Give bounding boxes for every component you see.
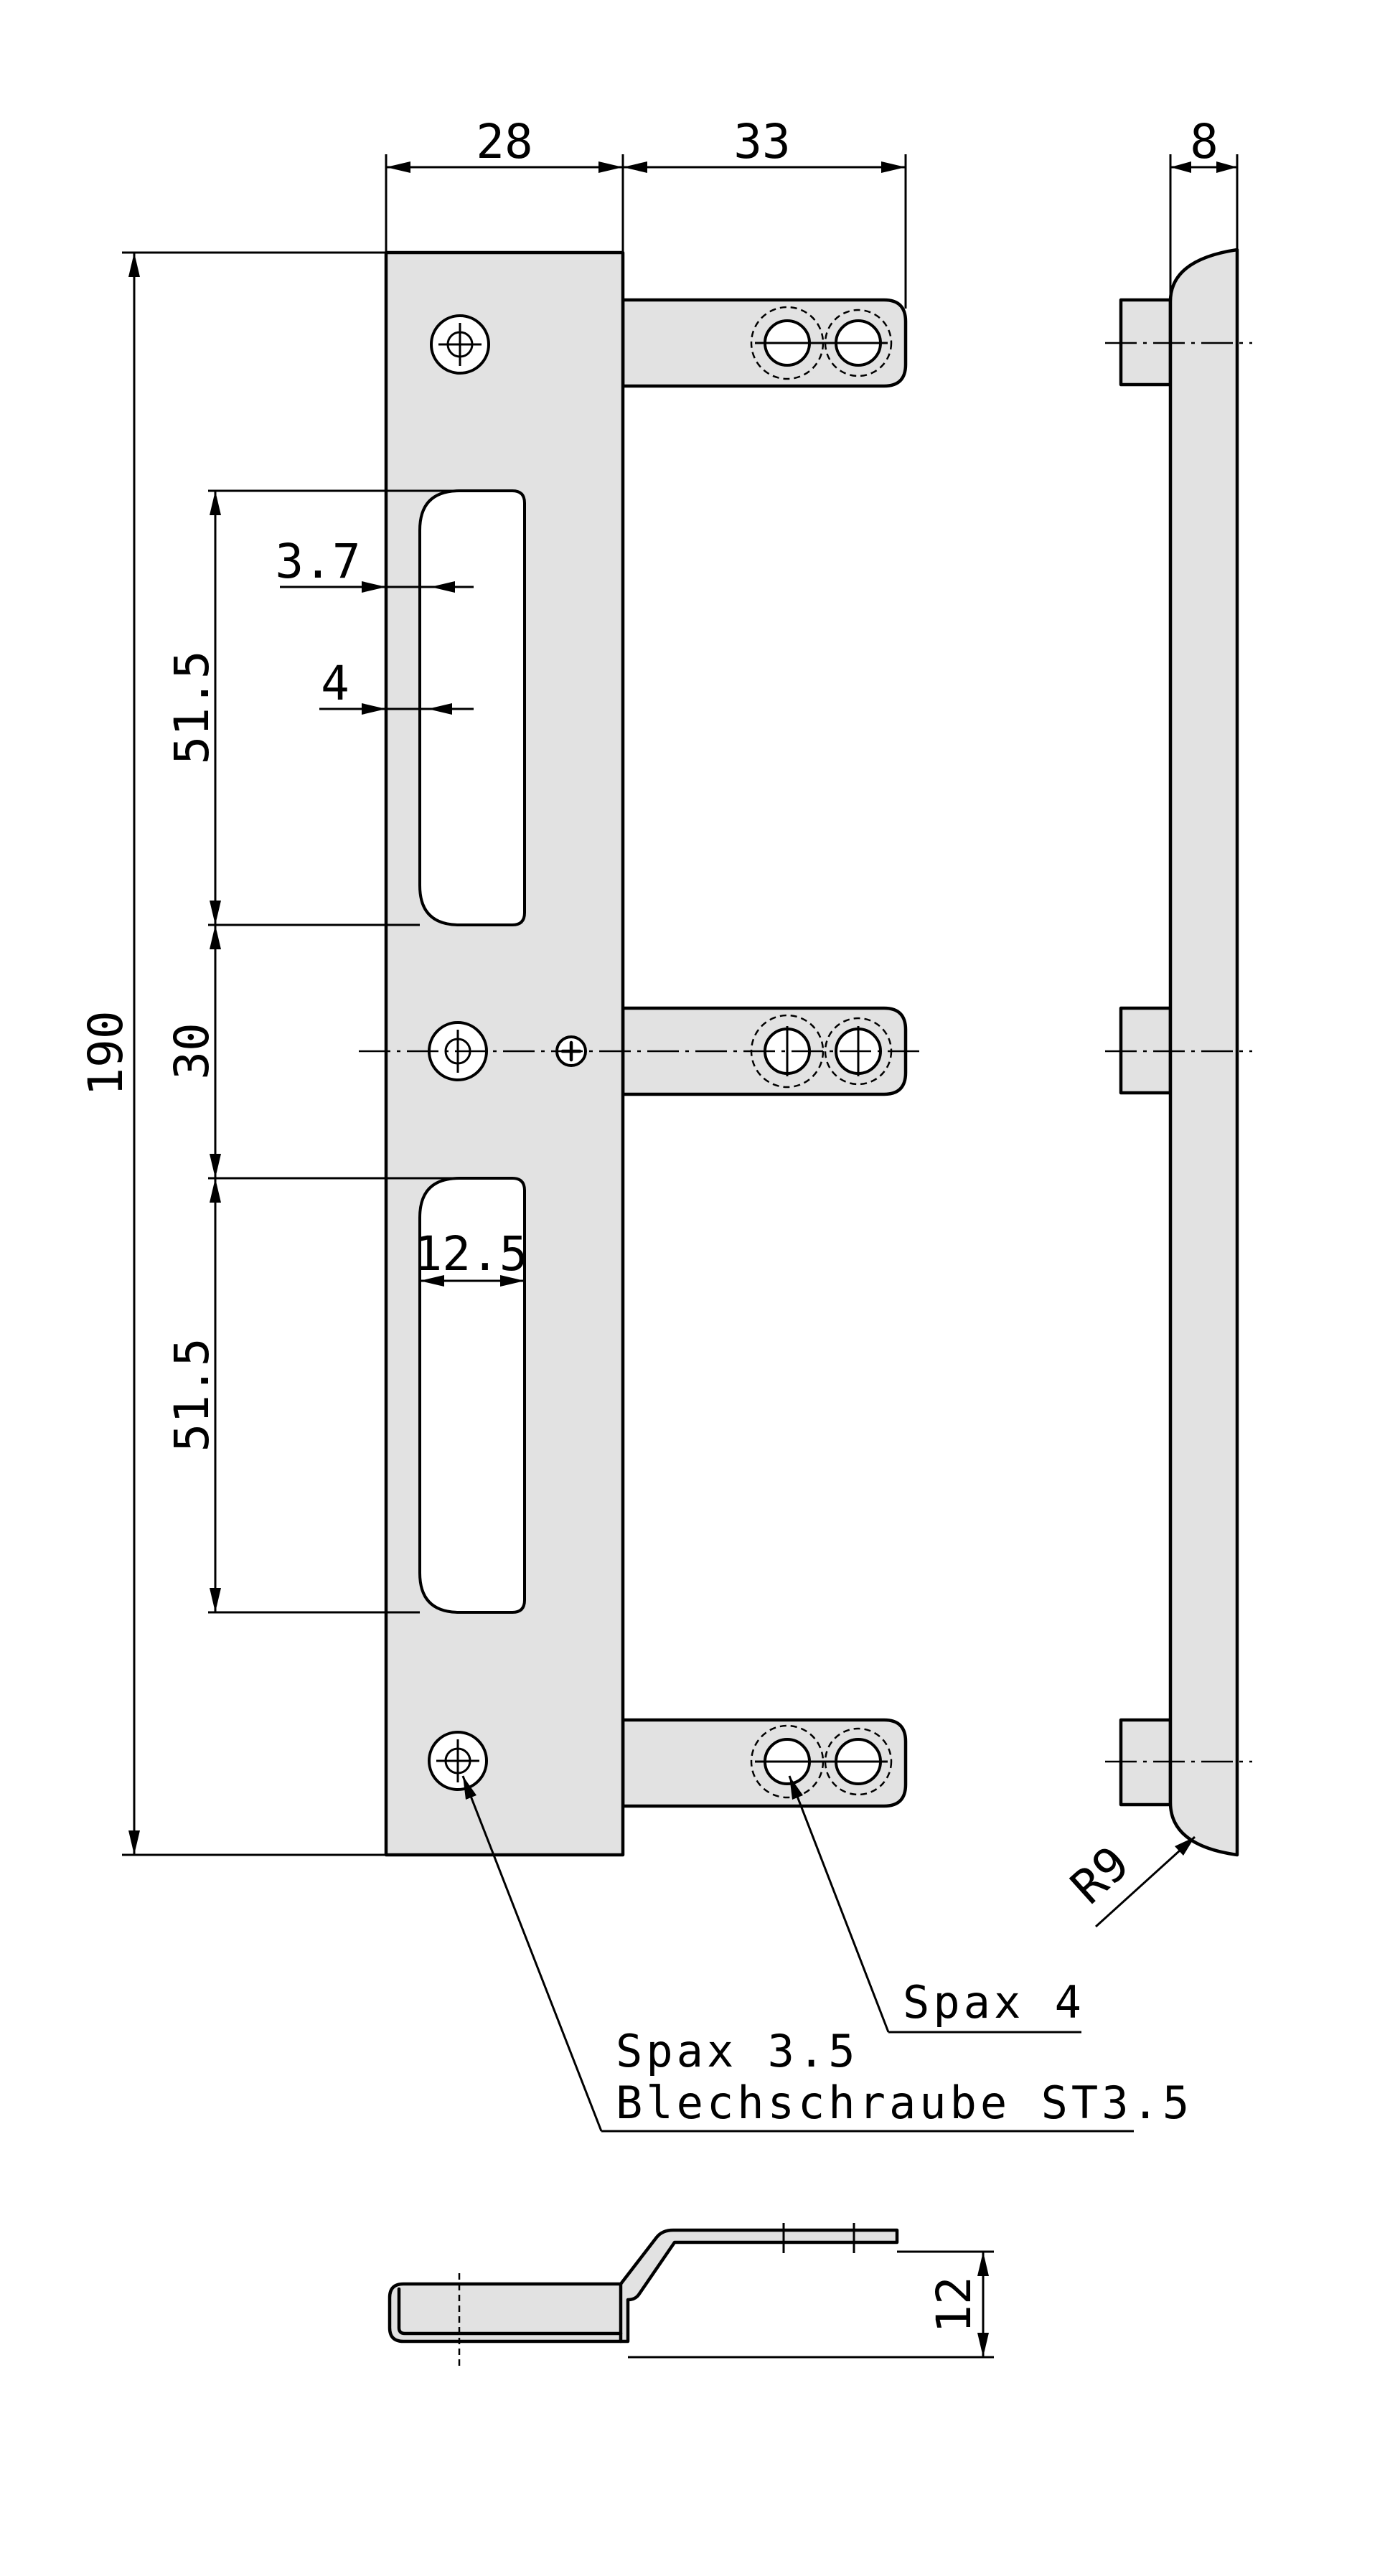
- dim-3-7: 3.7: [275, 534, 360, 589]
- arm-holes-lower: [750, 1724, 893, 1799]
- dim-r9: R9: [1061, 1835, 1140, 1914]
- dim-30: 30: [164, 1023, 220, 1079]
- lower-slot: [418, 1177, 526, 1614]
- dim-4: 4: [321, 656, 349, 711]
- callout-spax-4: Spax 4: [903, 1976, 1085, 2029]
- callout-spax-3-5: Spax 3.5: [616, 2025, 859, 2077]
- plate-hole-bottom: [428, 1731, 488, 1791]
- callout-blechschraube: Blechschraube ST3.5: [616, 2077, 1193, 2129]
- dim-28: 28: [476, 114, 532, 169]
- arm-holes-upper: [750, 306, 893, 380]
- dim-51-5-lower: 51.5: [164, 1338, 220, 1452]
- dim-12-5: 12.5: [414, 1226, 528, 1282]
- front-dimensions: [122, 154, 907, 1856]
- dim-51-5-upper: 51.5: [164, 651, 220, 765]
- side-profile: [1168, 248, 1239, 1857]
- dim-8: 8: [1190, 114, 1218, 169]
- plate-hole-top: [430, 314, 490, 375]
- dim-190: 190: [78, 1010, 133, 1096]
- callout-leaders: [461, 1775, 1134, 2133]
- dim-33: 33: [733, 114, 790, 169]
- front-view: [359, 250, 922, 1857]
- side-view: [1094, 154, 1252, 1928]
- bottom-profile: [388, 2228, 899, 2344]
- bottom-view: [388, 2223, 994, 2366]
- dim-12: 12: [926, 2276, 982, 2333]
